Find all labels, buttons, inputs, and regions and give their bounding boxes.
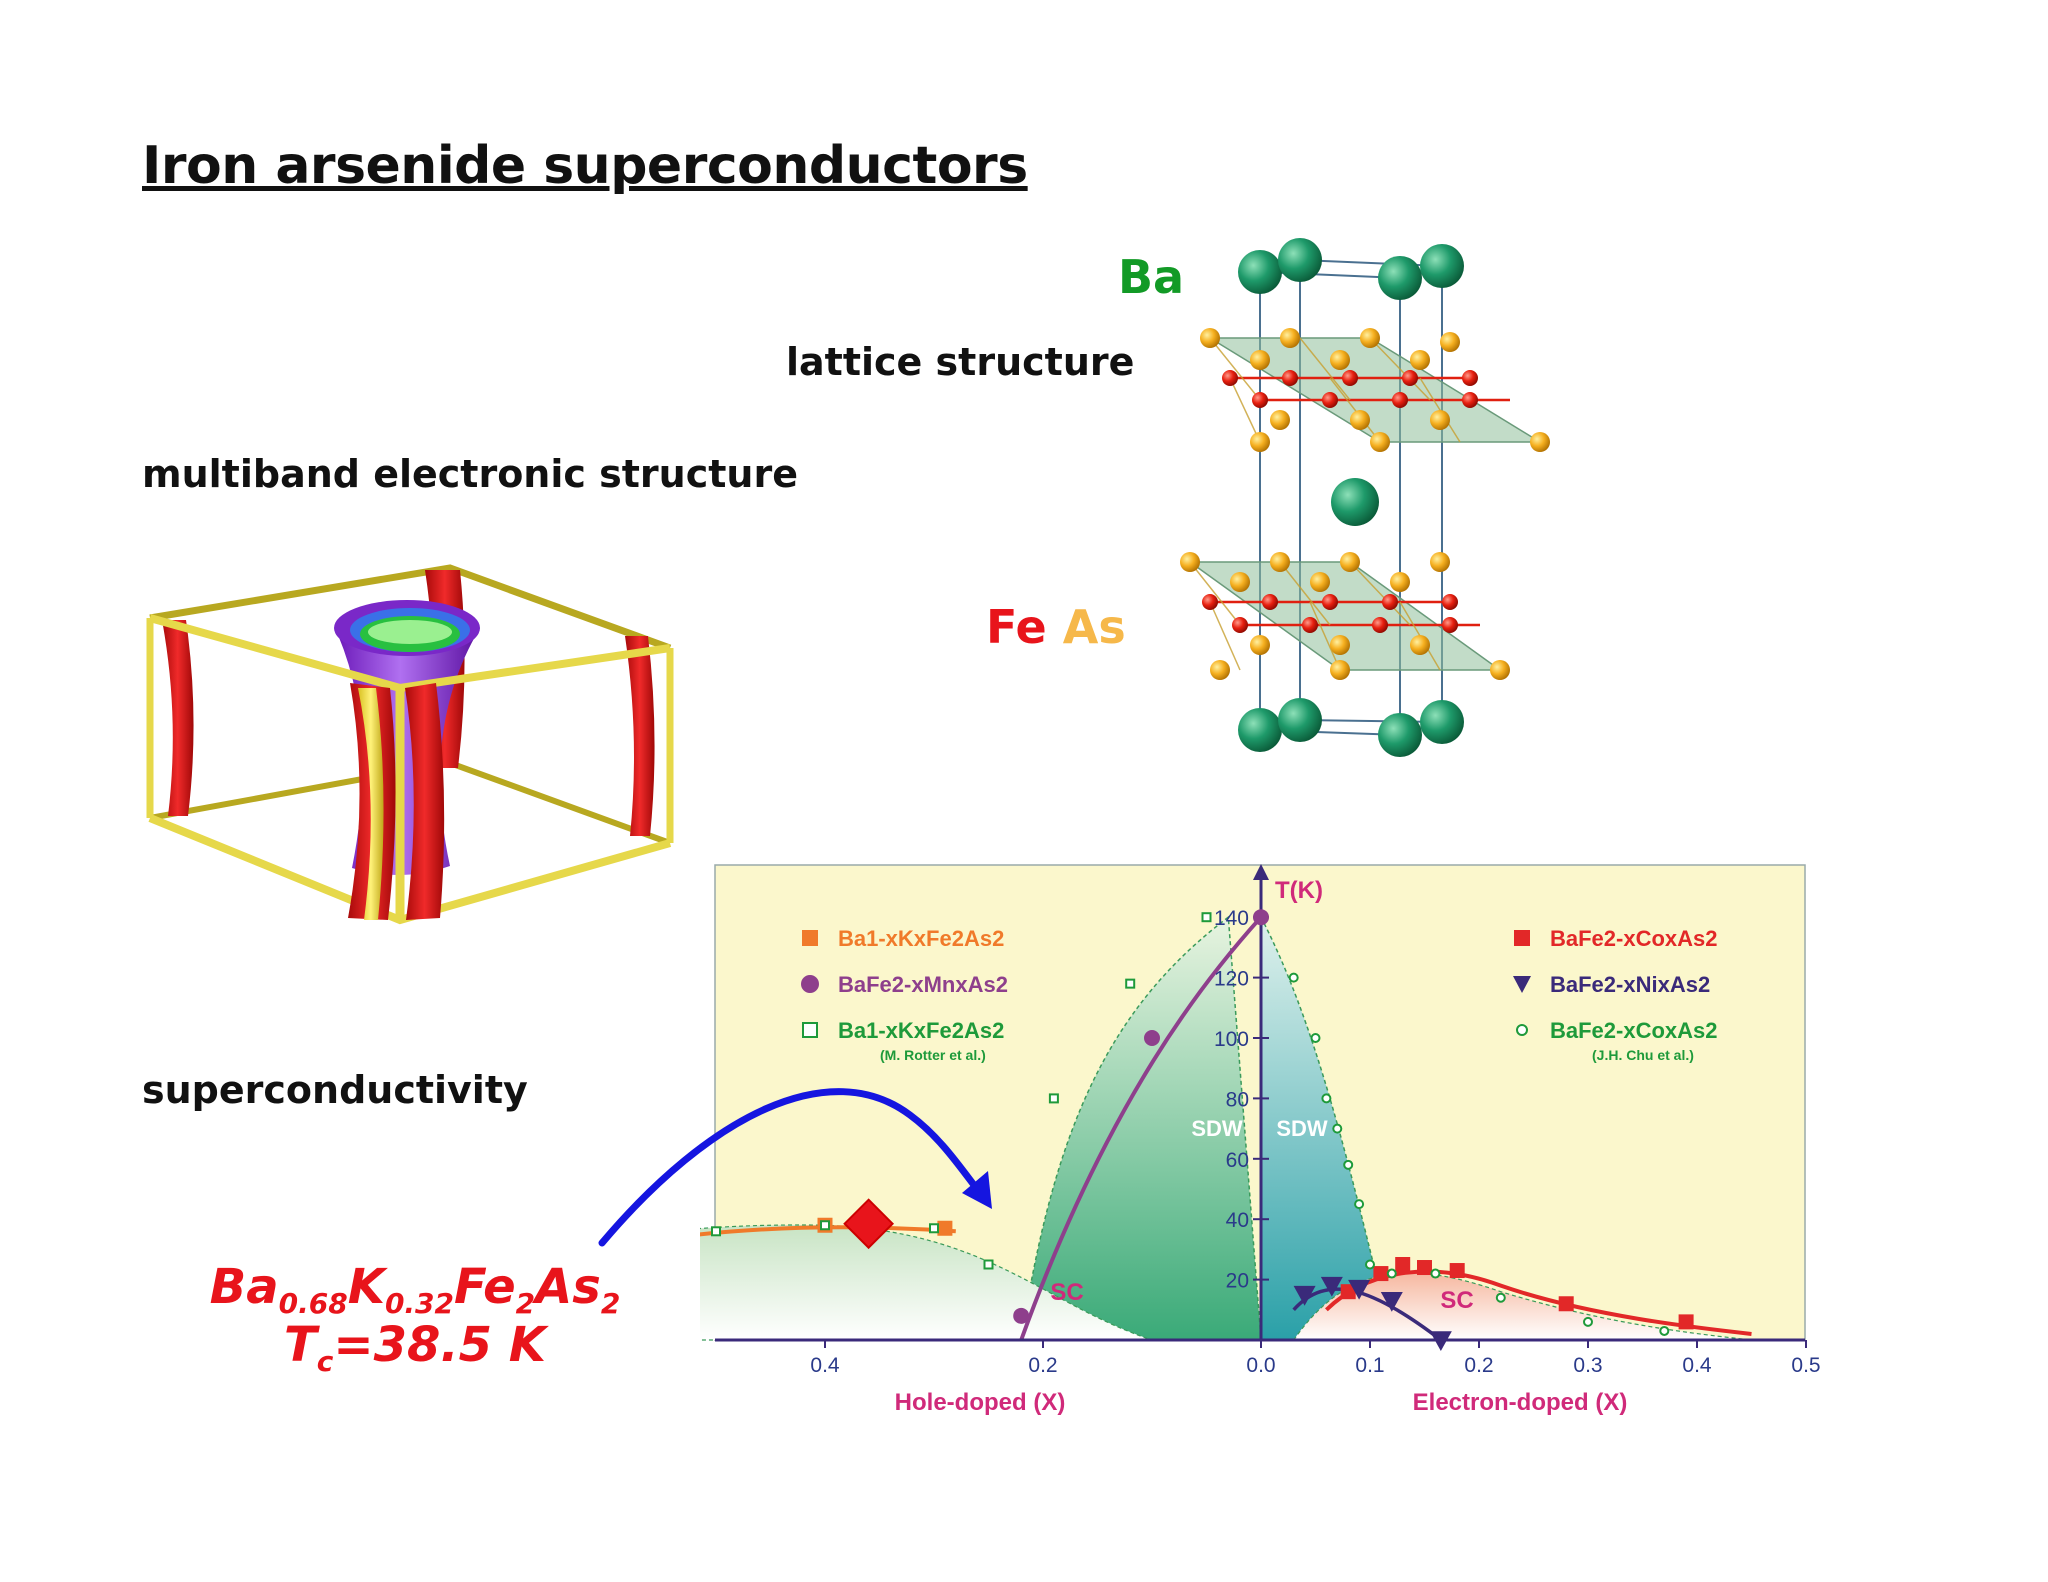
data-point-series-4	[1293, 1285, 1316, 1306]
y-axis-arrowhead	[1253, 864, 1269, 880]
legend-marker	[802, 930, 818, 946]
legend-note: (J.H. Chu et al.)	[1592, 1047, 1694, 1063]
region-label-sdw-right: SDW	[1276, 1116, 1328, 1141]
phase-diagram: 1.00.80.60.40.20.00.10.20.30.40.52040608…	[700, 864, 1821, 1416]
fermi-surface-figure	[146, 564, 674, 925]
x-tick-label: 0.1	[1355, 1354, 1384, 1377]
data-point-series-5	[1288, 972, 1299, 983]
data-point-series-3	[1678, 1314, 1694, 1330]
y-tick-label: 40	[1226, 1209, 1249, 1232]
data-point-series-4	[1320, 1276, 1343, 1297]
legend-marker	[1516, 1024, 1528, 1036]
data-point-series-3	[1373, 1266, 1389, 1282]
y-tick-label: 60	[1226, 1149, 1249, 1172]
critical-temperature: Tc=38.5 K	[284, 1317, 546, 1378]
data-point-series-3	[1417, 1260, 1432, 1276]
data-point-series-5	[1343, 1159, 1354, 1170]
y-tick-label: 120	[1214, 968, 1249, 991]
data-point-series-5	[1583, 1316, 1593, 1327]
fe-as-label: Fe As	[986, 600, 1126, 654]
as-atom-label: As	[1062, 600, 1126, 654]
fe-atom-label: Fe	[986, 600, 1047, 654]
slide-title: Iron arsenide superconductors	[142, 136, 1028, 196]
highlight-arrow	[598, 1088, 992, 1247]
y-tick-label: 100	[1214, 1028, 1249, 1051]
data-point-series-2	[820, 1220, 830, 1231]
x-axis-label-hole: Hole-doped (X)	[895, 1389, 1066, 1416]
data-point-series-5	[1332, 1123, 1343, 1134]
crystal-structure-figure	[1180, 238, 1550, 757]
x-tick-label: 0.5	[1791, 1354, 1820, 1377]
compound-name: Ba0.68K0.32Fe2As2	[209, 1259, 621, 1320]
data-point-series-5	[1321, 1093, 1332, 1104]
data-point-series-2	[1201, 912, 1212, 923]
legend-label: BaFe2-xCoxAs2	[1550, 926, 1718, 951]
lattice-structure-label: lattice structure	[786, 340, 1135, 384]
data-point-series-2	[711, 1226, 721, 1237]
legend-label: BaFe2-xNixAs2	[1550, 972, 1710, 997]
electronic-structure-label: multiband electronic structure	[142, 452, 798, 496]
data-point-series-2	[1125, 978, 1136, 989]
data-point-series-5	[1354, 1199, 1365, 1210]
data-point-series-4	[1429, 1331, 1452, 1351]
y-tick-label: 140	[1214, 907, 1249, 930]
x-tick-label: 0.3	[1573, 1354, 1602, 1377]
data-point-series-1	[1144, 1030, 1160, 1046]
ba-atom-label: Ba	[1118, 250, 1185, 304]
sdw-region-electron	[1260, 916, 1393, 1341]
data-point-series-4	[1348, 1279, 1371, 1300]
legend: Ba1-xKxFe2As2BaFe2-xMnxAs2Ba1-xKxFe2As2(…	[801, 926, 1718, 1063]
x-tick-label: 0.2	[1028, 1354, 1057, 1377]
legend-marker	[1513, 976, 1531, 993]
region-label-sc-right: SC	[1440, 1287, 1473, 1314]
sc-region-hole	[700, 1224, 1153, 1341]
data-point-series-1	[1253, 909, 1269, 926]
legend-label: Ba1-xKxFe2As2	[838, 926, 1004, 951]
x-tick-label: 0.4	[810, 1354, 840, 1377]
data-point-series-5	[1310, 1033, 1321, 1043]
data-point-series-1	[1013, 1307, 1030, 1324]
data-point-series-5	[1386, 1268, 1397, 1279]
legend-marker	[1514, 930, 1530, 946]
data-point-series-2	[929, 1223, 939, 1234]
legend-marker	[801, 975, 819, 993]
data-point-series-2	[1048, 1093, 1059, 1104]
tick-labels: 1.00.80.60.40.20.00.10.20.30.40.52040608…	[810, 907, 1820, 1377]
data-points	[711, 909, 1694, 1351]
highlight-diamond	[843, 1198, 895, 1250]
data-point-series-3	[1395, 1257, 1411, 1272]
legend-note: (M. Rotter et al.)	[880, 1047, 986, 1063]
y-tick-label: 20	[1226, 1270, 1249, 1293]
data-point-series-5	[1495, 1292, 1506, 1303]
legend-label: Ba1-xKxFe2As2	[838, 1018, 1004, 1043]
data-point-series-5	[1365, 1259, 1375, 1270]
x-tick-label: 0.0	[1246, 1354, 1275, 1377]
legend-label: BaFe2-xMnxAs2	[838, 972, 1008, 997]
superconductivity-label: superconductivity	[142, 1068, 528, 1112]
region-label-sdw-left: SDW	[1191, 1116, 1243, 1141]
data-point-series-2	[983, 1259, 994, 1270]
x-tick-label: 0.4	[1682, 1354, 1712, 1377]
y-axis-label: T(K)	[1275, 877, 1323, 904]
x-tick-label: 0.2	[1464, 1354, 1493, 1377]
fit-curve-mn-doped	[1019, 915, 1263, 1341]
x-axis-label-electron: Electron-doped (X)	[1413, 1389, 1628, 1416]
data-point-series-4	[1380, 1291, 1403, 1312]
legend-label: BaFe2-xCoxAs2	[1550, 1018, 1718, 1043]
y-tick-label: 80	[1226, 1088, 1249, 1111]
data-point-series-3	[1449, 1263, 1465, 1279]
data-point-series-5	[1659, 1325, 1670, 1336]
compound-formula: Ba0.68K0.32Fe2As2 Tc=38.5 K	[205, 1258, 625, 1378]
region-label-sc-left: SC	[1050, 1279, 1083, 1306]
phase-regions	[700, 915, 1752, 1341]
data-point-series-5	[1430, 1268, 1441, 1279]
data-point-series-3	[1558, 1296, 1574, 1312]
legend-marker	[802, 1022, 818, 1038]
